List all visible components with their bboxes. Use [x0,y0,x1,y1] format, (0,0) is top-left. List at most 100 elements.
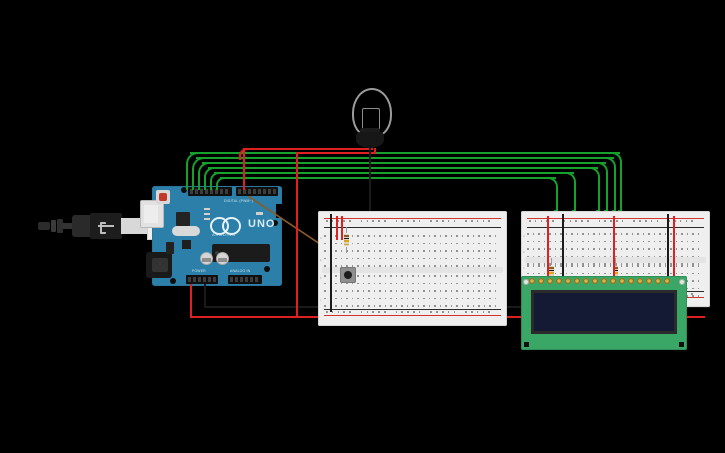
power-rail-negative [324,227,501,228]
green-signal-wire[interactable] [214,172,574,174]
lcd-pin-pad[interactable] [655,278,661,284]
red-power-wire[interactable] [296,152,298,316]
bulb-filament [362,108,380,131]
pushbutton[interactable] [340,267,356,283]
green-signal-wire[interactable] [220,177,556,179]
black-jumper-wire[interactable] [667,214,669,278]
power-header[interactable] [186,275,218,284]
lcd-pin-header[interactable] [529,278,679,287]
smd-led [204,208,210,210]
lcd-display[interactable] [521,276,687,350]
reset-button[interactable] [156,190,170,204]
lcd-pin-pad[interactable] [646,278,652,284]
usb-controller-ic [176,212,190,226]
power-rail-positive [324,315,501,316]
usb-cable-bead [57,219,63,233]
lcd-mounting-hole [679,279,685,285]
black-jumper-wire[interactable] [330,214,332,312]
barrel-power-jack[interactable] [146,252,172,278]
red-power-wire[interactable] [374,148,376,154]
smd-resistor [256,212,263,215]
red-jumper-wire[interactable] [336,216,338,240]
black-ground-wire[interactable] [204,284,206,308]
power-rail-positive [527,218,704,219]
light-bulb[interactable] [342,88,398,164]
power-rail-negative [324,309,501,310]
green-signal-wire[interactable] [202,162,606,164]
green-wire-bend [606,152,622,216]
red-jumper-wire[interactable] [613,216,615,276]
green-wire-bend [592,162,608,216]
bulb-ground-lead[interactable] [369,148,371,216]
black-jumper-wire[interactable] [562,214,564,278]
digital-header-left[interactable] [188,187,232,196]
lcd-corner-pad [679,342,684,347]
lcd-pin-pad[interactable] [619,278,625,284]
row-label: J [320,299,322,302]
green-wire-bend [542,177,558,216]
mounting-hole [170,278,176,284]
resistor-1[interactable] [344,227,349,253]
lcd-pin-pad[interactable] [574,278,580,284]
green-signal-wire[interactable] [196,157,614,159]
green-wire-bend [204,167,220,190]
green-wire-bend [210,172,226,190]
center-channel [322,267,503,273]
green-wire-bend [186,152,202,190]
power-rail-positive [324,218,501,219]
lcd-corner-pad [524,342,529,347]
lcd-pin-pad[interactable] [628,278,634,284]
board-model-label: UNO [248,218,276,230]
mounting-hole [181,187,187,193]
lcd-pin-pad[interactable] [583,278,589,284]
green-wire-bend [216,177,232,190]
usb-cable[interactable] [38,212,169,240]
lcd-pin-pad[interactable] [592,278,598,284]
red-wire-bend [239,148,251,160]
red-power-wire[interactable] [243,148,373,150]
board-notch [276,204,282,218]
power-rail-negative [527,227,704,228]
lcd-pin-pad[interactable] [547,278,553,284]
lcd-pin-pad[interactable] [610,278,616,284]
lcd-line-2 [534,299,674,301]
lcd-pin-pad[interactable] [538,278,544,284]
lcd-pin-pad[interactable] [529,278,535,284]
smd-led [204,213,210,215]
crystal-oscillator [172,226,200,236]
row-label: F [320,277,322,280]
row-label: E [523,251,525,254]
red-jumper-wire[interactable] [341,216,343,240]
lcd-pin-pad[interactable] [637,278,643,284]
lcd-pin-pad[interactable] [556,278,562,284]
lcd-pin-pad[interactable] [664,278,670,284]
red-power-wire[interactable] [243,148,245,190]
green-signal-wire[interactable] [208,167,598,169]
analog-header-label: ANALOG IN [230,269,251,273]
row-label: E [320,259,322,262]
smd-led [204,218,210,220]
lcd-screen[interactable] [531,290,677,334]
analog-header[interactable] [228,275,262,284]
red-power-wire[interactable] [296,152,376,154]
usb-cable-cord [62,223,74,229]
usb-cable-bead [51,220,56,232]
lcd-pin-pad[interactable] [565,278,571,284]
bulb-base [356,132,384,148]
green-signal-wire[interactable] [190,152,620,154]
arduino-infinity-logo [210,217,244,235]
power-header-label: POWER [192,269,206,273]
black-ground-wire[interactable] [204,306,320,308]
arduino-uno-board[interactable]: DIGITAL (PWM~) POWER ANALOG IN [140,186,282,286]
row-label: A [320,237,322,240]
red-jumper-wire[interactable] [547,216,549,276]
usb-connector-body [72,215,94,237]
red-jumper-wire[interactable] [673,216,675,278]
breadboard-left[interactable]: A E F J [318,211,507,326]
usb-jack[interactable] [140,200,164,228]
red-power-wire[interactable] [190,284,192,318]
lcd-pin-pad[interactable] [601,278,607,284]
voltage-regulator [166,242,174,254]
digital-header-right[interactable] [236,187,278,196]
